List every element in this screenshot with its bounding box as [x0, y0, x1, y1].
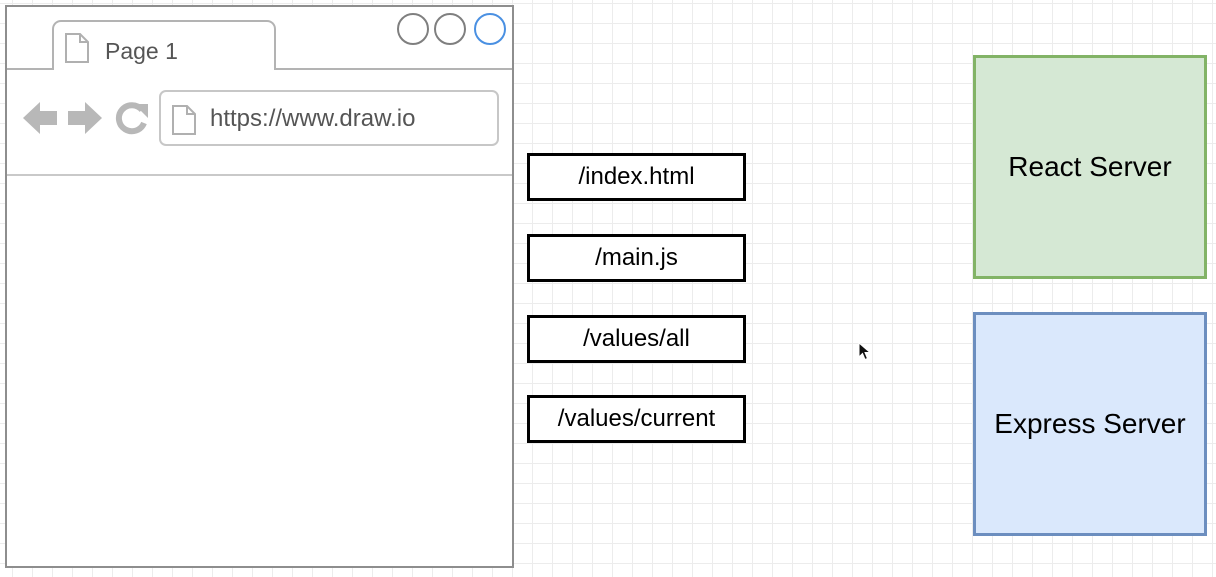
mouse-cursor-icon [858, 341, 872, 367]
route-values-current[interactable]: /values/current [527, 395, 746, 443]
route-main-js[interactable]: /main.js [527, 234, 746, 282]
document-icon [64, 32, 90, 69]
express-server-box[interactable]: Express Server [973, 312, 1207, 536]
arrow-left-icon[interactable] [22, 101, 58, 140]
arrow-right-icon[interactable] [67, 101, 103, 140]
express-server-label: Express Server [994, 408, 1186, 439]
tab-divider-gap [54, 68, 274, 70]
window-button-circle-active[interactable] [474, 13, 506, 45]
browser-tab[interactable]: Page 1 [52, 20, 276, 70]
toolbar-divider [7, 174, 512, 176]
route-index-html[interactable]: /index.html [527, 153, 746, 201]
browser-window: Page 1 https://www.draw.io [5, 5, 514, 568]
reload-icon[interactable] [114, 101, 150, 140]
address-bar[interactable]: https://www.draw.io [159, 90, 499, 146]
route-values-all[interactable]: /values/all [527, 315, 746, 363]
tab-label: Page 1 [105, 38, 178, 64]
document-icon [171, 104, 197, 141]
address-url: https://www.draw.io [210, 105, 416, 132]
window-button-circle[interactable] [434, 13, 466, 45]
react-server-label: React Server [1008, 151, 1172, 182]
react-server-box[interactable]: React Server [973, 55, 1207, 279]
window-button-circle[interactable] [397, 13, 429, 45]
